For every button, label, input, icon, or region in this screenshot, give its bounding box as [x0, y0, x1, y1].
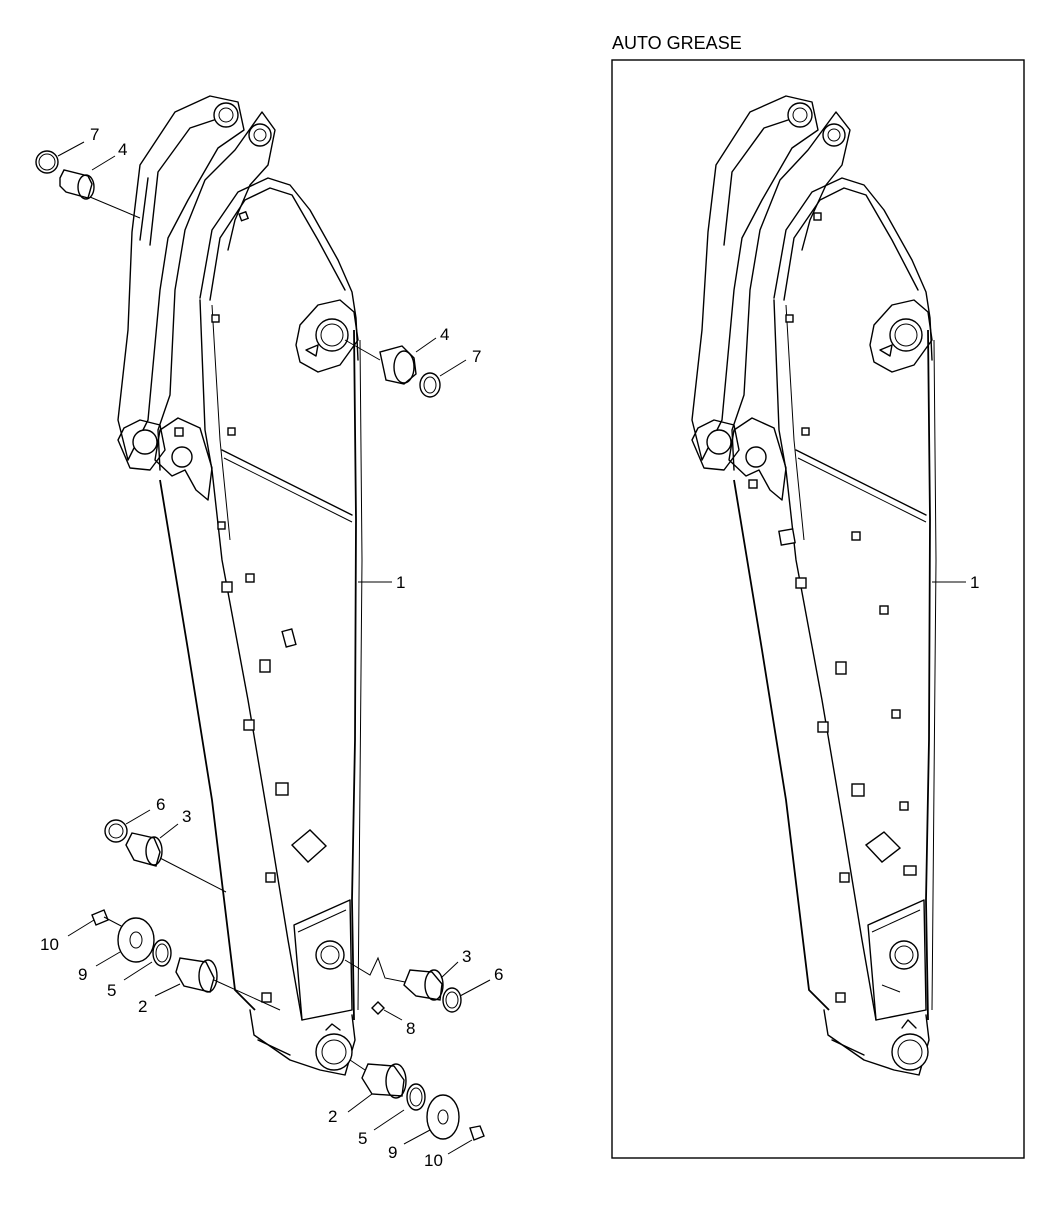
seal-ring-7b: [419, 372, 441, 398]
plate-9a: [117, 917, 155, 963]
auto-grease-title: AUTO GREASE: [612, 33, 742, 53]
bushing-3b: [403, 969, 443, 1001]
callout-2a: 2: [138, 997, 147, 1016]
auto-grease-frame: [611, 59, 1025, 1159]
callouts-left: 7 4 4 7 1 6 3 10 9 5 2 3 6 8 2 5 9 10: [40, 125, 503, 1170]
callout-3b: 3: [462, 947, 471, 966]
bolt-10b: [469, 1125, 485, 1141]
bushing-2a: [175, 957, 215, 993]
bushing-3a: [125, 832, 161, 867]
plate-9b: [426, 1094, 460, 1140]
callout-4a: 4: [118, 140, 127, 159]
callout-7a: 7: [90, 125, 99, 144]
grease-fitting-8: [371, 1001, 385, 1015]
callout-5b: 5: [358, 1129, 367, 1148]
callout-8: 8: [406, 1019, 415, 1038]
callout-2b: 2: [328, 1107, 337, 1126]
boom-assembly-left: [117, 95, 363, 1076]
callout-9a: 9: [78, 965, 87, 984]
callout-1-right: 1: [970, 573, 979, 592]
leader-lines-left: [57, 141, 491, 1155]
callout-6b: 6: [494, 965, 503, 984]
callout-5a: 5: [107, 981, 116, 1000]
loose-parts-left: [35, 150, 485, 1141]
callout-9b: 9: [388, 1143, 397, 1162]
bushing-4b: [379, 345, 417, 385]
bushing-2b: [361, 1063, 405, 1097]
callout-10b: 10: [424, 1151, 443, 1170]
callout-6a: 6: [156, 795, 165, 814]
callout-10a: 10: [40, 935, 59, 954]
callout-7b: 7: [472, 347, 481, 366]
callout-3a: 3: [182, 807, 191, 826]
boom-assembly-auto-grease: [691, 95, 966, 1076]
callout-4b: 4: [440, 325, 449, 344]
bolt-10a: [91, 909, 109, 926]
callout-1-left: 1: [396, 573, 405, 592]
bushing-4a: [59, 169, 93, 199]
seal-ring-6a: [104, 819, 128, 843]
